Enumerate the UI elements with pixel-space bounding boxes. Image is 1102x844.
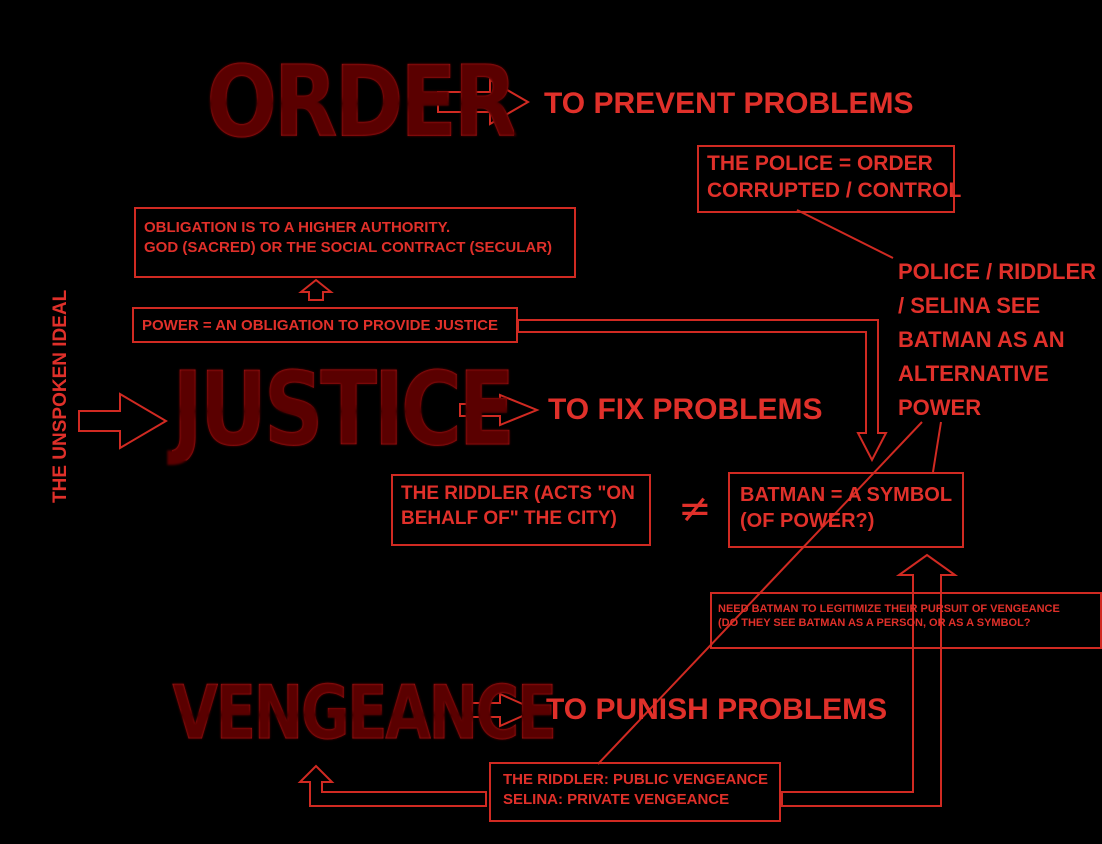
power-text: POWER = AN OBLIGATION TO PROVIDE JUSTICE: [142, 317, 499, 334]
need-batman-box: NEED BATMAN TO LEGITIMIZE THEIR PURSUIT …: [710, 592, 1102, 649]
power-box: POWER = AN OBLIGATION TO PROVIDE JUSTICE: [132, 307, 518, 343]
batman-box: BATMAN = A SYMBOL (OF POWER?): [728, 472, 964, 548]
batman-line-1: BATMAN = A SYMBOL: [740, 484, 953, 506]
see-batman-line-5: POWER: [898, 395, 982, 420]
outcome-vengeance: TO PUNISH PROBLEMS: [546, 693, 888, 726]
see-batman-line-3: BATMAN AS AN: [898, 327, 1065, 352]
police-line-1: THE POLICE = ORDER: [707, 152, 933, 175]
riddler-line-1: THE RIDDLER (ACTS "ON: [401, 483, 635, 504]
see-batman-line-2: / SELINA SEE: [898, 293, 1041, 318]
outcome-order: TO PREVENT PROBLEMS: [544, 87, 914, 120]
vengeance-return-arrow: [297, 764, 487, 807]
police-line-2: CORRUPTED / CONTROL: [707, 179, 962, 203]
need-line-2: (DO THEY SEE BATMAN AS A PERSON, OR AS A…: [718, 617, 1031, 630]
vengeance-types-box: THE RIDDLER: PUBLIC VENGEANCE SELINA: PR…: [489, 762, 781, 822]
justice-arrow: [459, 393, 540, 427]
title-justice: JUSTICE: [172, 349, 516, 470]
riddler-box: THE RIDDLER (ACTS "ON BEHALF OF" THE CIT…: [391, 474, 651, 546]
outcome-justice: TO FIX PROBLEMS: [548, 393, 823, 426]
title-vengeance: VENGEANCE: [172, 669, 558, 758]
riddler-line-2: BEHALF OF" THE CITY): [401, 507, 617, 529]
see-batman-line-4: ALTERNATIVE: [898, 361, 1049, 386]
obligation-box: OBLIGATION IS TO A HIGHER AUTHORITY. GOD…: [134, 207, 576, 278]
see-batman-text: POLICE / RIDDLER / SELINA SEE BATMAN AS …: [898, 255, 1096, 425]
see-batman-line-1: POLICE / RIDDLER: [898, 259, 1097, 284]
police-link-line: [796, 209, 894, 259]
vengeance-to-batman-arrow: [781, 553, 959, 807]
batman-line-2: (OF POWER?): [740, 510, 875, 532]
vengeance-types-line-1: THE RIDDLER: PUBLIC VENGEANCE: [503, 771, 769, 788]
up-arrow-small: [298, 278, 334, 301]
not-equal-symbol: ≠: [678, 486, 712, 532]
see-to-batman-line: [932, 421, 942, 473]
order-arrow: [437, 78, 530, 126]
obligation-line-1: OBLIGATION IS TO A HIGHER AUTHORITY.: [144, 219, 451, 236]
title-order: ORDER: [206, 43, 518, 160]
vengeance-types-line-2: SELINA: PRIVATE VENGEANCE: [503, 790, 730, 808]
ideal-arrow: [78, 392, 168, 450]
unspoken-ideal-label: THE UNSPOKEN IDEAL: [50, 289, 71, 503]
police-box: THE POLICE = ORDER CORRUPTED / CONTROL: [697, 145, 962, 213]
vengeance-arrow: [465, 692, 539, 728]
need-line-1: NEED BATMAN TO LEGITIMIZE THEIR PURSUIT …: [718, 603, 1060, 615]
power-to-batman-arrow: [517, 319, 888, 463]
obligation-line-2: GOD (SACRED) OR THE SOCIAL CONTRACT (SEC…: [144, 238, 553, 256]
